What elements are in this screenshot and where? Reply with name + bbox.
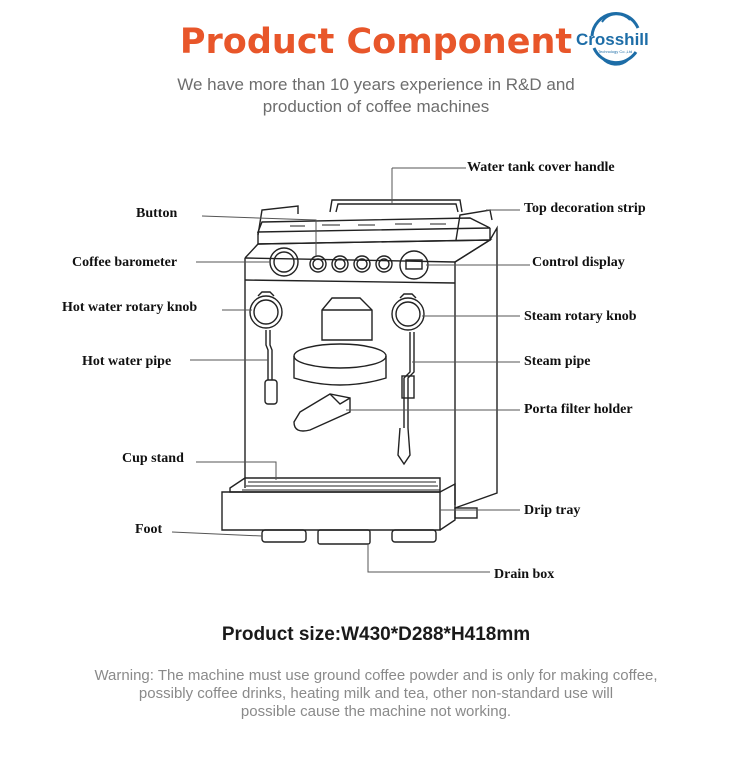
warning-line: possibly coffee drinks, heating milk and… (138, 685, 614, 702)
label-steam-pipe: Steam pipe (524, 354, 591, 369)
control-display (399, 250, 429, 280)
top-decoration-strip (257, 205, 299, 236)
label-drain-box: Drain box (494, 567, 555, 582)
coffee-machine-diagram (171, 167, 530, 573)
page-subtitle: We have more than 10 years experience in… (0, 74, 752, 118)
logo-text: Crosshill (576, 30, 649, 49)
product-size: Product size:W430*D288*H418mm (221, 624, 531, 645)
foot-left (261, 529, 307, 543)
label-drip-tray: Drip tray (524, 503, 581, 518)
page-title: Product Component (179, 22, 573, 62)
label-hot-water-rotary-knob: Hot water rotary knob (62, 300, 198, 315)
warning-line: possible cause the machine not working. (240, 703, 512, 720)
label-steam-rotary-knob: Steam rotary knob (524, 309, 637, 324)
label-coffee-barometer: Coffee barometer (72, 255, 178, 270)
label-button: Button (136, 206, 178, 221)
label-top-decoration-strip: Top decoration strip (524, 201, 646, 216)
logo-tagline: Technology Co.,Ltd (598, 49, 633, 54)
crosshill-logo-icon (590, 11, 640, 66)
subtitle-line: We have more than 10 years experience in… (177, 75, 575, 94)
label-cup-stand: Cup stand (122, 451, 184, 466)
water-tank-handle (329, 199, 463, 213)
label-hot-water-pipe: Hot water pipe (82, 354, 172, 369)
label-control-display: Control display (532, 255, 625, 270)
subtitle-line: production of coffee machines (262, 97, 490, 116)
label-water-tank-cover-handle: Water tank cover handle (467, 160, 615, 175)
label-foot: Foot (135, 522, 163, 537)
warning-line: Warning: The machine must use ground cof… (94, 667, 658, 684)
label-porta-filter-holder: Porta filter holder (524, 402, 633, 417)
drip-tray (221, 491, 441, 531)
warning-text: Warning: The machine must use ground cof… (0, 667, 752, 721)
drain-box (317, 529, 371, 545)
foot-right (391, 529, 437, 543)
